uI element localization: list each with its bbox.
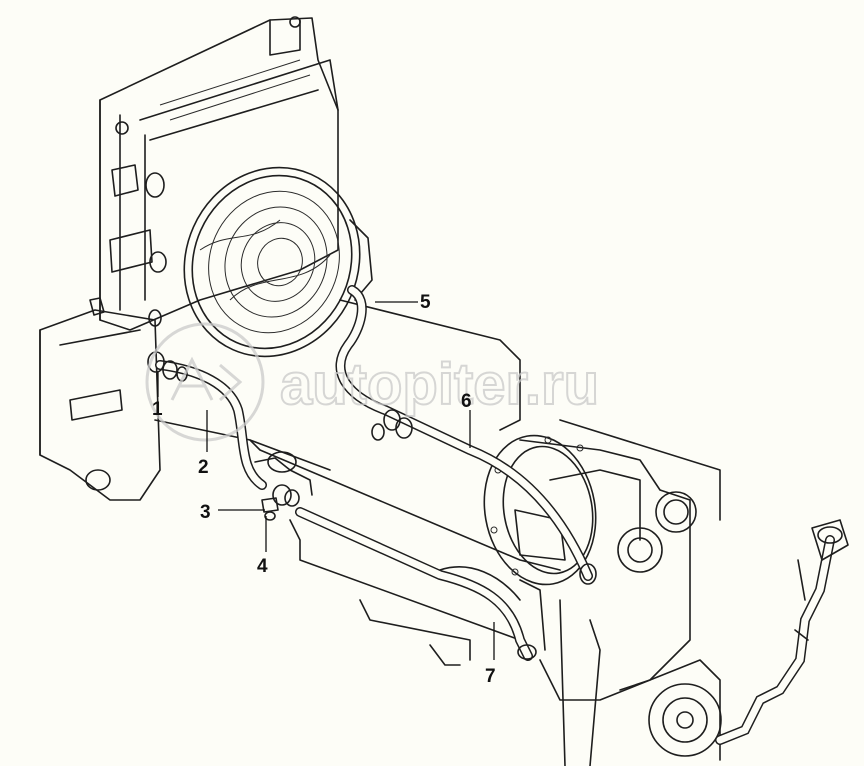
- callout-labels: 1 2 3 4 5 6 7: [152, 292, 496, 687]
- wiring-harness: [715, 519, 849, 745]
- watermark: autopiter.ru: [145, 322, 600, 442]
- hose-2: [155, 360, 267, 490]
- fitting-3: [261, 497, 279, 521]
- watermark-logo-icon: [145, 322, 265, 442]
- chassis-rail: [249, 299, 721, 666]
- hose-5-6: [335, 285, 597, 585]
- radiator-assembly: [99, 16, 339, 331]
- fan-guard: [183, 166, 373, 358]
- callout-3: 3: [200, 502, 211, 523]
- hose-7: [295, 507, 546, 661]
- fitting-6: [371, 409, 413, 441]
- watermark-text: autopiter.ru: [280, 352, 599, 417]
- callout-6: 6: [461, 391, 472, 412]
- callout-1: 1: [152, 399, 163, 420]
- callout-4: 4: [257, 556, 268, 577]
- callout-2: 2: [198, 457, 209, 478]
- callout-7: 7: [485, 666, 496, 687]
- callout-5: 5: [420, 292, 431, 313]
- fitting-4: [254, 451, 313, 507]
- transmission-housing: [483, 434, 722, 766]
- leader-lines: [157, 301, 495, 660]
